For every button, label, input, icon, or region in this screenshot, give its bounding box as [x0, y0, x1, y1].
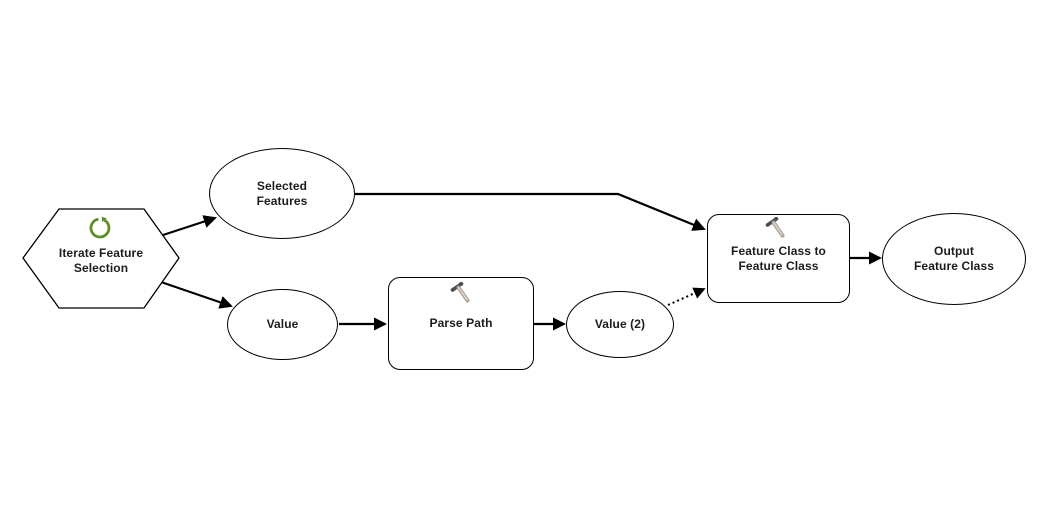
node-value[interactable]: Value — [227, 289, 338, 360]
connector-value2-to-feature-class-to-feature-class[interactable] — [667, 287, 706, 306]
connector-selected-features-to-feature-class-to-feature-class[interactable] — [355, 192, 706, 231]
hammer-icon — [450, 281, 470, 303]
node-output-feature-class[interactable]: Output Feature Class — [882, 213, 1026, 305]
hammer-icon — [765, 216, 785, 238]
hexagon-shape — [22, 208, 180, 309]
connector-iterate-to-selected-features[interactable] — [159, 215, 217, 238]
node-label: Value — [266, 317, 299, 331]
node-value-2[interactable]: Value (2) — [566, 291, 674, 358]
node-label: Feature Class to Feature Class — [731, 243, 826, 273]
node-label: Selected Features — [256, 178, 308, 208]
node-label: Output Feature Class — [913, 244, 994, 273]
connector-iterate-to-value[interactable] — [160, 280, 233, 309]
node-selected-features[interactable]: Selected Features — [209, 148, 355, 239]
node-parse-path[interactable]: Parse Path — [388, 277, 534, 370]
iterator-loop-icon — [89, 216, 111, 239]
node-label: Value (2) — [594, 317, 646, 331]
node-iterate-feature-selection[interactable]: Iterate Feature Selection — [22, 208, 180, 309]
node-label: Parse Path — [429, 316, 493, 330]
node-label: Iterate Feature Selection — [58, 246, 144, 275]
node-feature-class-to-feature-class[interactable]: Feature Class to Feature Class — [707, 214, 850, 303]
